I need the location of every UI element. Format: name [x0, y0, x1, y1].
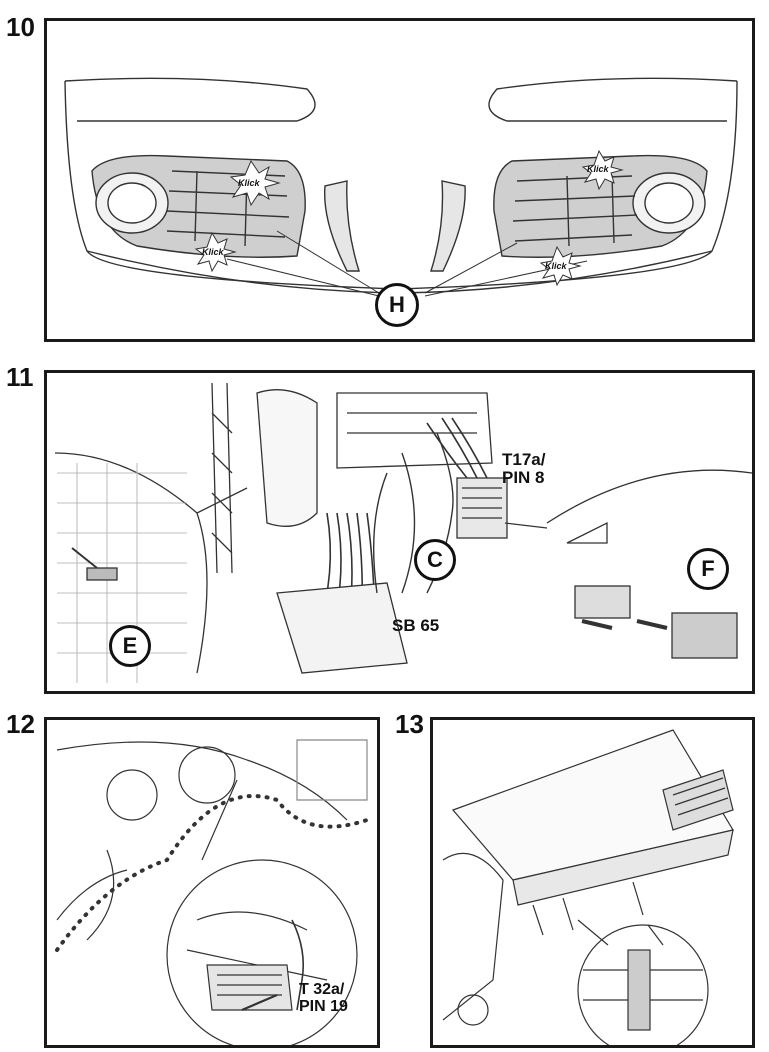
step-number-11: 11 — [6, 362, 34, 392]
fuse-label-sb65: SB 65 — [392, 616, 440, 635]
klick-label-1: Klick — [238, 178, 260, 188]
panel-step-11: T17a/ PIN 8 SB 65 C E F — [44, 370, 755, 694]
connector-label-t32a: T 32a/ PIN 19 — [299, 981, 348, 1016]
klick-label-4: Klick — [545, 261, 567, 271]
callout-h: H — [375, 283, 419, 327]
connector-label-t17a: T17a/ PIN 8 — [502, 451, 545, 487]
fuse-box-illustration — [54, 382, 752, 683]
panel-step-10: Klick Klick Klick Klick H — [44, 18, 755, 342]
connector-label-t17a-line1: T17a/ — [502, 450, 546, 469]
callout-f: F — [687, 548, 729, 590]
connector-label-t32a-line1: T 32a/ — [299, 981, 345, 998]
step-number-13: 13 — [395, 709, 424, 739]
panel-step-13 — [430, 717, 755, 1048]
klick-label-3: Klick — [587, 164, 609, 174]
bumper-illustration — [64, 77, 738, 297]
klick-label-2: Klick — [202, 247, 224, 257]
step-number-10: 10 — [6, 12, 35, 42]
connector-label-t17a-line2: PIN 8 — [502, 467, 545, 487]
dashboard-illustration — [55, 739, 369, 1045]
callout-c: C — [414, 539, 456, 581]
glovebox-illustration — [442, 729, 734, 1045]
step-number-12: 12 — [6, 709, 35, 739]
panel-step-12: T 32a/ PIN 19 — [44, 717, 380, 1048]
connector-label-t32a-line2: PIN 19 — [299, 997, 348, 1015]
callout-e: E — [109, 625, 151, 667]
